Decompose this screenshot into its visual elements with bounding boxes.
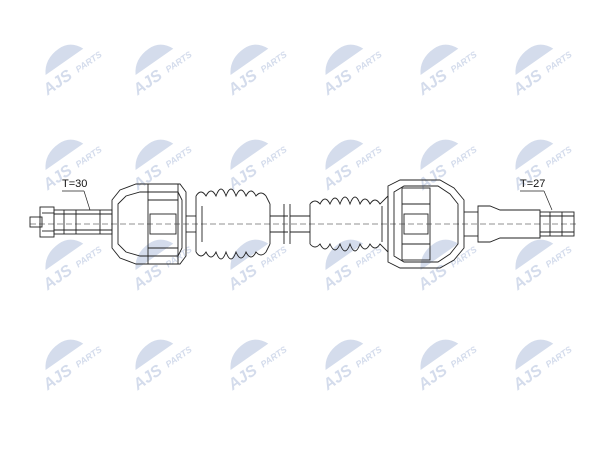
svg-text:AJS: AJS bbox=[319, 362, 355, 395]
svg-text:PARTS: PARTS bbox=[164, 344, 194, 369]
left-spline-stub bbox=[29, 206, 113, 238]
svg-text:AJS: AJS bbox=[414, 362, 450, 395]
right-teeth-label: T=27 bbox=[520, 178, 545, 190]
svg-text:PARTS: PARTS bbox=[354, 49, 384, 74]
svg-text:PARTS: PARTS bbox=[259, 144, 289, 169]
svg-text:PARTS: PARTS bbox=[164, 49, 194, 74]
svg-text:PARTS: PARTS bbox=[354, 144, 384, 169]
svg-text:PARTS: PARTS bbox=[259, 49, 289, 74]
svg-text:PARTS: PARTS bbox=[74, 144, 104, 169]
svg-text:AJS: AJS bbox=[129, 362, 165, 395]
svg-text:PARTS: PARTS bbox=[164, 144, 194, 169]
svg-text:PARTS: PARTS bbox=[354, 344, 384, 369]
ajs-parts-watermark-layer: AJSPARTSAJSPARTSAJSPARTSAJSPARTSAJSPARTS… bbox=[39, 44, 574, 395]
svg-text:AJS: AJS bbox=[414, 262, 450, 295]
svg-text:PARTS: PARTS bbox=[74, 344, 104, 369]
svg-text:AJS: AJS bbox=[224, 67, 260, 100]
svg-text:AJS: AJS bbox=[509, 362, 545, 395]
svg-text:PARTS: PARTS bbox=[449, 144, 479, 169]
svg-text:AJS: AJS bbox=[414, 67, 450, 100]
svg-text:AJS: AJS bbox=[414, 162, 450, 195]
svg-text:AJS: AJS bbox=[39, 262, 75, 295]
svg-text:PARTS: PARTS bbox=[449, 344, 479, 369]
svg-text:PARTS: PARTS bbox=[544, 49, 574, 74]
svg-text:AJS: AJS bbox=[509, 67, 545, 100]
svg-text:PARTS: PARTS bbox=[74, 49, 104, 74]
svg-text:PARTS: PARTS bbox=[259, 244, 289, 269]
svg-text:PARTS: PARTS bbox=[449, 49, 479, 74]
svg-text:AJS: AJS bbox=[39, 67, 75, 100]
svg-text:PARTS: PARTS bbox=[544, 244, 574, 269]
svg-text:AJS: AJS bbox=[319, 67, 355, 100]
svg-text:AJS: AJS bbox=[224, 262, 260, 295]
leader-lines bbox=[62, 190, 553, 211]
left-teeth-label: T=30 bbox=[62, 178, 87, 190]
svg-text:PARTS: PARTS bbox=[544, 144, 574, 169]
svg-text:AJS: AJS bbox=[319, 162, 355, 195]
svg-text:AJS: AJS bbox=[129, 67, 165, 100]
svg-text:PARTS: PARTS bbox=[544, 344, 574, 369]
svg-text:AJS: AJS bbox=[319, 262, 355, 295]
drive-shaft bbox=[29, 179, 578, 269]
svg-text:AJS: AJS bbox=[129, 262, 165, 295]
svg-text:PARTS: PARTS bbox=[259, 344, 289, 369]
svg-text:AJS: AJS bbox=[224, 362, 260, 395]
shaft-bar bbox=[270, 204, 310, 244]
svg-text:AJS: AJS bbox=[509, 262, 545, 295]
svg-text:AJS: AJS bbox=[39, 362, 75, 395]
svg-text:PARTS: PARTS bbox=[74, 244, 104, 269]
